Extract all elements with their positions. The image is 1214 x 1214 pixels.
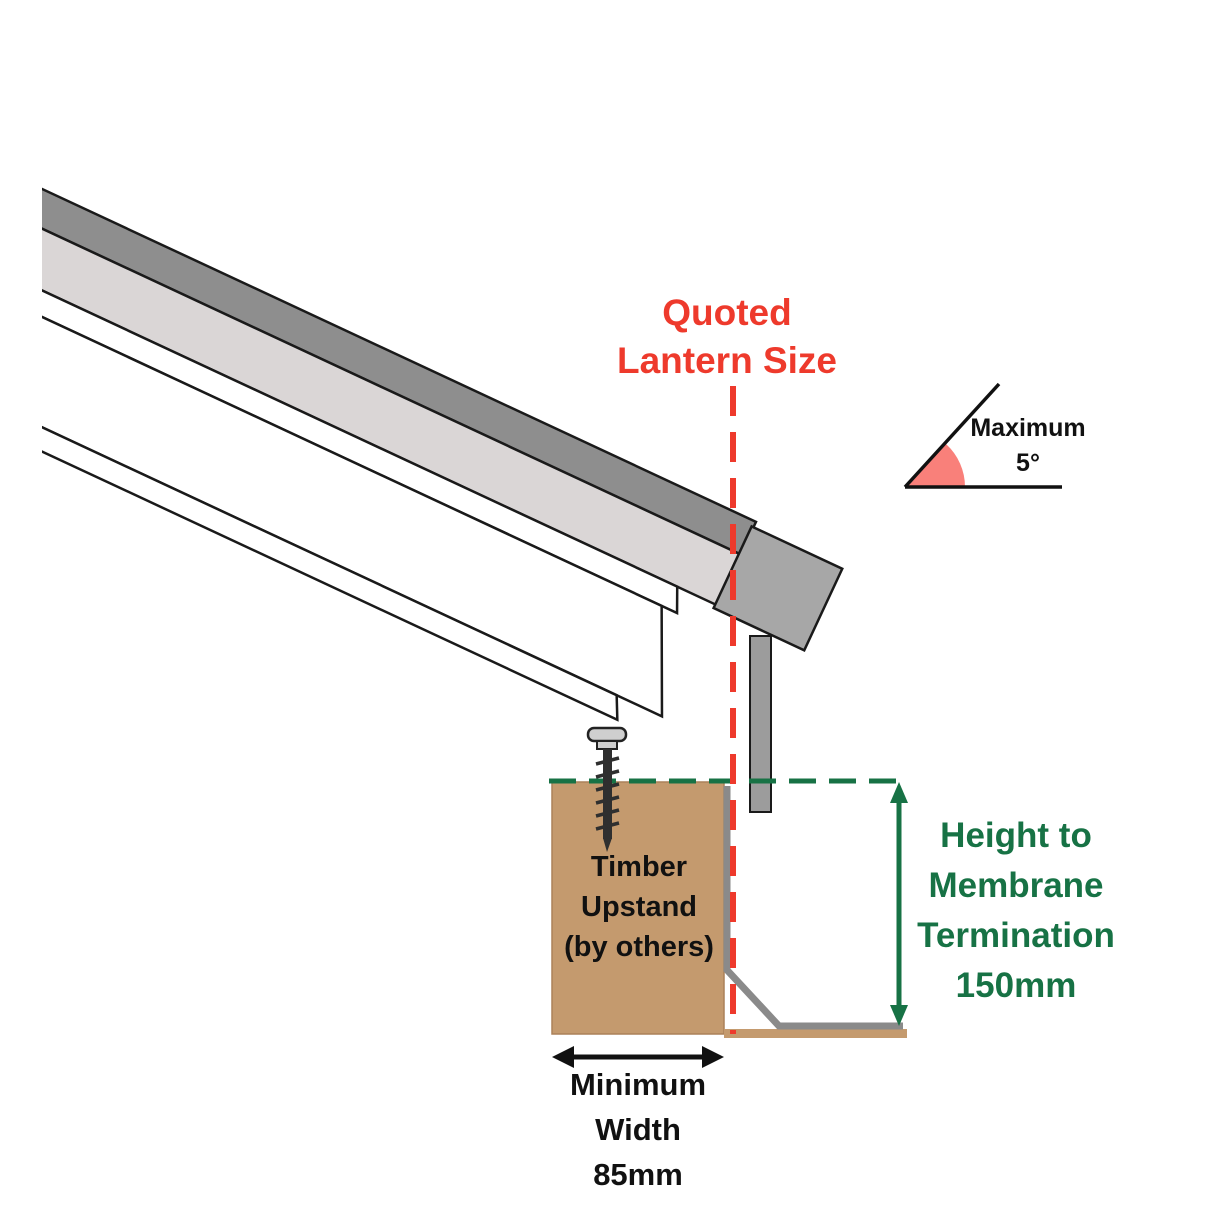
timber-upstand-line3: (by others) — [564, 931, 714, 963]
roof-deck-strip — [724, 1029, 907, 1038]
flashing-bar — [749, 635, 772, 813]
timber-upstand-line2: Upstand — [581, 891, 697, 923]
timber-upstand-label: Timber Upstand (by others) — [564, 847, 714, 967]
minimum-width-line3: 85mm — [593, 1157, 683, 1192]
angle-wedge — [907, 444, 966, 487]
height-to-membrane-line2: Membrane — [928, 866, 1104, 905]
screw-icon — [586, 726, 628, 852]
angle-slope-line — [903, 382, 1001, 489]
height-to-membrane-label: Height to Membrane Termination 150mm — [917, 811, 1115, 1011]
height-to-membrane-line4: 150mm — [955, 966, 1077, 1005]
rafter-band — [0, 291, 664, 719]
max-pitch-line1: Maximum — [970, 414, 1086, 442]
roof-slope-assembly — [0, 186, 844, 722]
timber-upstand-block — [551, 781, 725, 1035]
width-arrow — [552, 1046, 724, 1068]
minimum-width-line1: Minimum — [569, 1067, 707, 1102]
frame-profile-band — [0, 269, 679, 616]
membrane-line — [723, 786, 903, 1030]
cill-band — [0, 382, 619, 722]
eaves-end-cap — [711, 524, 844, 652]
quoted-lantern-size-label: Quoted Lantern Size — [617, 289, 837, 385]
angle-indicator — [903, 382, 1062, 489]
quoted-lantern-size-line1: Quoted — [662, 292, 792, 333]
quoted-lantern-size-line2: Lantern Size — [617, 340, 837, 381]
left-edge-mask — [0, 0, 42, 1214]
minimum-width-line2: Width — [595, 1112, 681, 1147]
max-pitch-line2: 5° — [1016, 449, 1040, 477]
height-arrow — [890, 782, 908, 1026]
height-to-membrane-line1: Height to — [940, 816, 1092, 855]
timber-upstand-line1: Timber — [590, 851, 688, 883]
minimum-width-label: Minimum Width 85mm — [570, 1062, 706, 1197]
height-to-membrane-line3: Termination — [917, 916, 1115, 955]
max-pitch-label: Maximum 5° — [970, 411, 1085, 481]
